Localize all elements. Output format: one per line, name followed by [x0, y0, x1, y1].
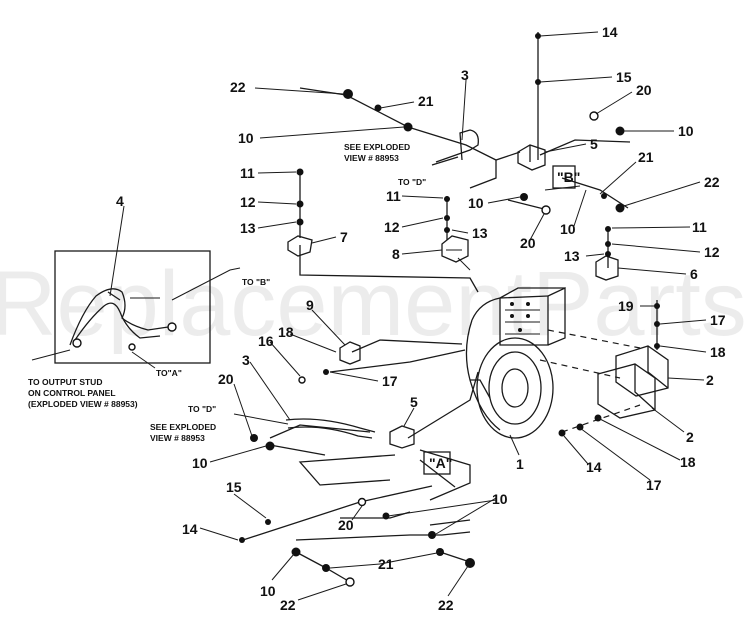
callout-21-top: 21: [418, 93, 434, 109]
box-b: [552, 165, 576, 189]
see-exploded-top-line1: SEE EXPLODED: [344, 142, 410, 152]
callout-22-bottom-left: 22: [280, 597, 296, 613]
callout-16: 16: [258, 333, 274, 349]
callout-20-top-right: 20: [636, 82, 652, 98]
callout-22-bottom-right: 22: [438, 597, 454, 613]
callout-5-top: 5: [590, 136, 598, 152]
callout-14-right: 14: [586, 459, 602, 475]
leader-lines: [109, 31, 707, 601]
notes: SEE EXPLODED VIEW # 88953 TO "D" SEE EXP…: [28, 142, 426, 443]
callout-1: 1: [516, 456, 524, 472]
bracket-parts: [597, 345, 669, 419]
callout-10-top-left: 10: [238, 130, 254, 146]
box-a: [423, 451, 451, 475]
motor-assembly: [465, 286, 566, 439]
to-d-bottom: TO "D": [188, 404, 216, 414]
callout-20-bottom: 20: [338, 517, 354, 533]
callout-3-top: 3: [461, 67, 469, 83]
callout-22-top-left: 22: [230, 79, 246, 95]
to-a-label: TO"A": [156, 368, 182, 378]
callout-7: 7: [340, 229, 348, 245]
callout-2-lower: 2: [686, 429, 694, 445]
output-stud-line3: (EXPLODED VIEW # 88953): [28, 399, 138, 409]
callout-14-top: 14: [602, 24, 618, 40]
callout-20-mid: 20: [520, 235, 536, 251]
callout-4: 4: [116, 193, 124, 209]
callout-21-right: 21: [638, 149, 654, 165]
see-exploded-bottom-line2: VIEW # 88953: [150, 433, 205, 443]
callout-17-right: 17: [710, 312, 726, 328]
callout-13-right: 13: [564, 248, 580, 264]
callout-15-bottom: 15: [226, 479, 242, 495]
callout-9: 9: [306, 297, 314, 313]
jumper-bottom: [233, 413, 376, 439]
box-a-label: "A": [429, 455, 452, 471]
callout-22-right: 22: [704, 174, 720, 190]
callout-11-mid: 11: [386, 188, 401, 204]
to-b-label: TO "B": [242, 277, 270, 287]
callout-18-lower: 18: [680, 454, 696, 470]
jumper-top: [431, 129, 479, 166]
callout-14-bottom: 14: [182, 521, 198, 537]
output-stud-line2: ON CONTROL PANEL: [28, 388, 116, 398]
callout-5-bottom: 5: [410, 394, 418, 410]
box-b-label: "B": [557, 169, 580, 185]
hardware-markers: [239, 33, 660, 587]
callout-3-bottom: 3: [242, 352, 250, 368]
callout-10-bottom-left: 10: [260, 583, 276, 599]
callout-12-mid: 12: [384, 219, 400, 235]
output-stud-line1: TO OUTPUT STUD: [28, 377, 102, 387]
callout-17-lower: 17: [646, 477, 662, 493]
callout-10-mid-right: 10: [560, 221, 576, 237]
callout-10-left: 10: [192, 455, 208, 471]
callout-20-left: 20: [218, 371, 234, 387]
callout-6: 6: [690, 266, 698, 282]
callout-12-left: 12: [240, 194, 256, 210]
callout-21-bottom: 21: [378, 556, 394, 572]
see-exploded-top-line2: VIEW # 88953: [344, 153, 399, 163]
callout-18-right: 18: [710, 344, 726, 360]
see-exploded-bottom-line1: SEE EXPLODED: [150, 422, 216, 432]
callout-13-mid: 13: [472, 225, 488, 241]
callout-11-right: 11: [692, 219, 707, 235]
callout-10-bottom-right: 10: [492, 491, 508, 507]
callout-numbers: 14 15 20 10 5 21 22 11 12 13 6 19 17 18 …: [116, 24, 726, 613]
callout-8: 8: [392, 246, 400, 262]
callout-19: 19: [618, 298, 634, 314]
callout-13-left: 13: [240, 220, 256, 236]
callout-11-left: 11: [240, 165, 255, 181]
inset-cable-assembly: [31, 250, 241, 369]
callout-17-left: 17: [382, 373, 398, 389]
to-d-top: TO "D": [398, 177, 426, 187]
callout-15-top: 15: [616, 69, 632, 85]
callout-10-mid: 10: [468, 195, 484, 211]
callout-12-right: 12: [704, 244, 720, 260]
callout-2-upper: 2: [706, 372, 714, 388]
callout-10-top-right: 10: [678, 123, 694, 139]
callout-18-left: 18: [278, 324, 294, 340]
